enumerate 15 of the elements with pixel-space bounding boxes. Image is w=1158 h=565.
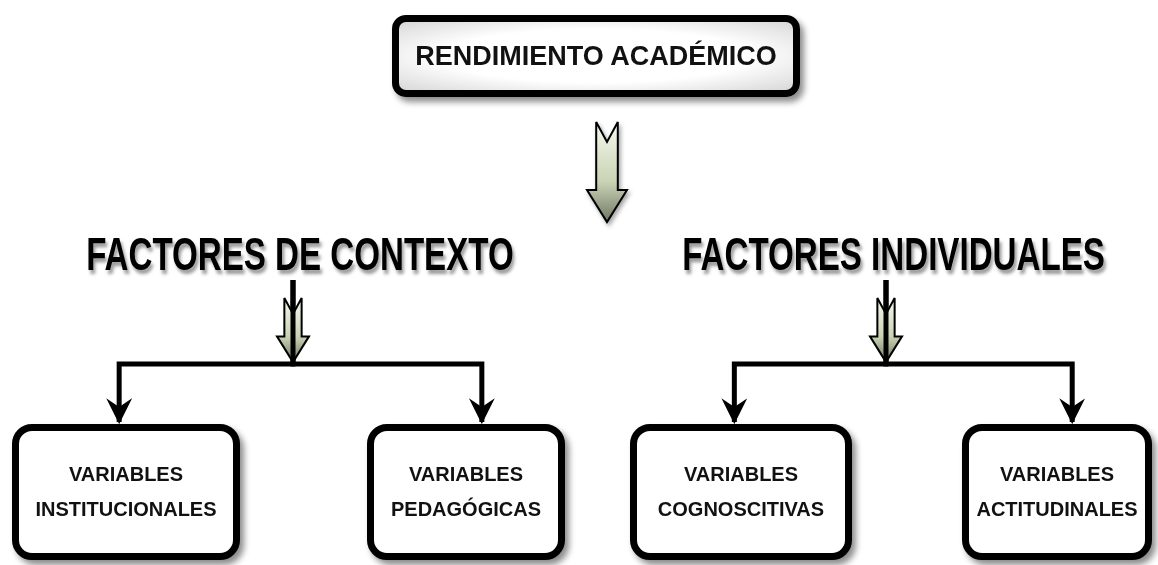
- rounded-box: [962, 424, 1152, 560]
- box-label: VARIABLES ACTITUDINALES: [975, 462, 1139, 522]
- connector-arrow: [290, 280, 495, 425]
- rounded-box: [630, 424, 852, 560]
- connector-arrow: [883, 280, 1086, 425]
- box-label: VARIABLES PEDAGÓGICAS: [390, 462, 542, 522]
- rounded-box: [12, 424, 240, 560]
- heading-text: FACTORES INDIVIDUALES: [681, 227, 1105, 281]
- heading-text: FACTORES DE CONTEXTO: [86, 227, 514, 281]
- title-box: [392, 15, 800, 97]
- rounded-box: [367, 424, 565, 560]
- box-label: VARIABLES COGNOSCITIVAS: [656, 462, 826, 522]
- block-arrow: [585, 121, 629, 224]
- box-label: VARIABLES INSTITUCIONALES: [34, 462, 218, 522]
- box-label: RENDIMIENTO ACADÉMICO: [415, 40, 777, 72]
